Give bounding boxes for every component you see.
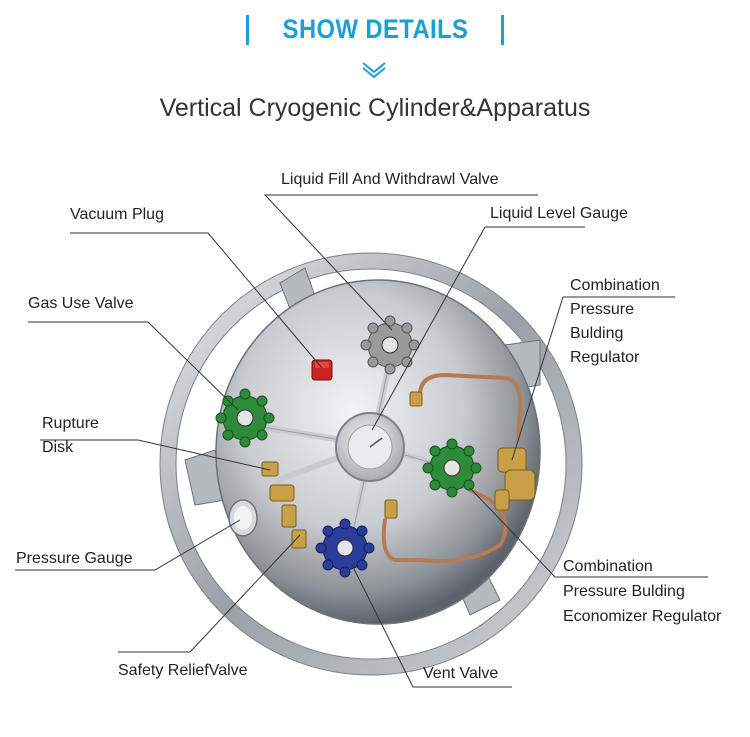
liquid-fill-valve (360, 315, 420, 375)
pressure-gauge (228, 499, 258, 537)
label-gas-use-valve: Gas Use Valve (28, 295, 134, 312)
label-pressure-gauge: Pressure Gauge (16, 550, 133, 567)
economizer-valve (422, 438, 482, 498)
label-liquid-fill-valve: Liquid Fill And Withdrawl Valve (281, 171, 499, 188)
vacuum-plug (311, 359, 333, 381)
section-title: SHOW DETAILS (282, 14, 468, 44)
label-economizer-regulator-3: Economizer Regulator (563, 608, 722, 625)
page-title: Vertical Cryogenic Cylinder&Apparatus (159, 94, 591, 122)
label-vacuum-plug: Vacuum Plug (70, 206, 164, 223)
label-rupture-disk-1: Rupture (42, 415, 99, 432)
vent-valve (315, 518, 375, 578)
label-rupture-disk-2: Disk (42, 439, 74, 456)
brass-fittings (261, 391, 423, 549)
header-bar-right (500, 14, 504, 45)
gas-use-valve (215, 388, 275, 448)
label-combination-pressure-regulator-1: Combination (570, 277, 660, 294)
copper-coil (381, 372, 523, 563)
label-liquid-level-gauge: Liquid Level Gauge (490, 205, 628, 222)
label-economizer-regulator-1: Combination (563, 558, 653, 575)
label-combination-pressure-regulator-3: Bulding (570, 325, 624, 342)
header-bar-left (246, 14, 250, 45)
chevron-down-icon (362, 62, 386, 79)
label-combination-pressure-regulator-4: Regulator (570, 349, 640, 366)
label-economizer-regulator-2: Pressure Bulding (563, 583, 685, 600)
label-combination-pressure-regulator-2: Pressure (570, 301, 635, 318)
outer-ring (160, 253, 582, 675)
label-safety-relief-valve: Safety ReliefValve (118, 662, 248, 679)
callout-lines (15, 194, 708, 688)
label-vent-valve: Vent Valve (423, 665, 499, 682)
section-header: SHOW DETAILS (0, 14, 750, 54)
